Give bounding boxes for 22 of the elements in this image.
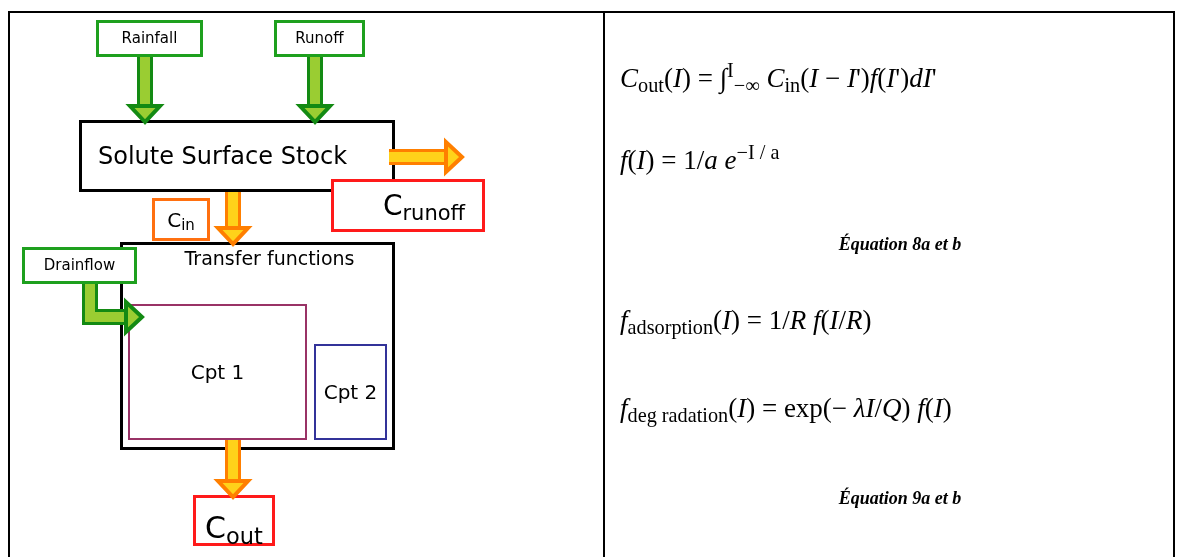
- equation: C$_{out}$(I) = ∫$^{I}$$_{−∞}$ C$_{in}$(I − I')f(I')dI': [620, 58, 937, 99]
- block-arrow: [82, 284, 145, 337]
- process-box: Drainflow: [22, 247, 137, 284]
- compartment-box: Cpt 1: [128, 304, 307, 440]
- block-arrow: [125, 57, 165, 125]
- equation: f$_{deg radation}$(I) = exp(− λI/Q) f(I): [620, 392, 952, 429]
- block-arrow: [389, 137, 465, 177]
- block-arrow: [213, 192, 253, 247]
- block-arrow: [295, 57, 335, 125]
- process-box: Solute Surface Stock: [79, 120, 395, 192]
- process-box: C$_{runoff}$: [331, 179, 485, 232]
- container-box: Transfer functions Cpt 1 Cpt 2: [120, 242, 395, 450]
- equation-caption: Équation 9a et b: [837, 486, 963, 510]
- block-arrow: [213, 440, 253, 500]
- equation: f$_{adsorption}$(I) = 1/R f(I/R): [620, 304, 872, 341]
- process-box: C$_{out}$: [193, 495, 275, 546]
- process-box: Rainfall: [96, 20, 203, 57]
- equation-caption: Équation 8a et b: [837, 232, 963, 256]
- equation: f(I) = 1/a e$^{−I / a}$: [620, 140, 780, 177]
- process-box: C$_{in}$: [152, 198, 210, 241]
- process-box: Runoff: [274, 20, 365, 57]
- compartment-box: Cpt 2: [314, 344, 387, 440]
